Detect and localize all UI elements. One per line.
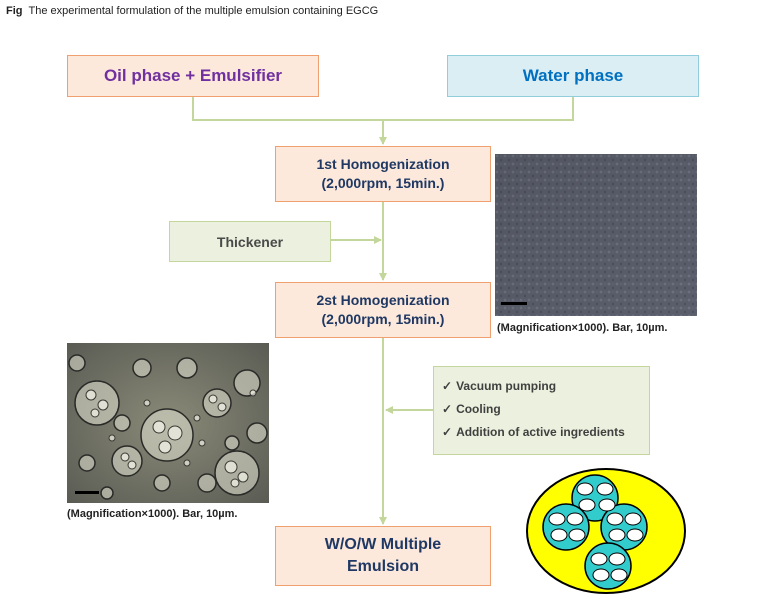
additions-box: ✓Vacuum pumping ✓Cooling ✓Addition of ac… [433,366,650,455]
oil-phase-box: Oil phase + Emulsifier [67,55,319,97]
micrograph-upper-caption: (Magnification×1000). Bar, 10µm. [497,322,668,334]
addition-item: ✓Cooling [442,398,649,421]
addition-label: Addition of active ingredients [456,425,625,439]
homogenization-1-box: 1st Homogenization (2,000rpm, 15min.) [275,146,491,202]
result-title-line-1: W/O/W Multiple [324,536,442,553]
scale-bar [75,491,99,494]
oil-phase-label: Oil phase + Emulsifier [103,66,283,85]
micrograph-lower-caption: (Magnification×1000). Bar, 10µm. [67,508,238,520]
check-icon: ✓ [442,402,453,416]
thickener-box: Thickener [169,221,331,262]
check-icon: ✓ [442,425,453,439]
homogenization-2-title: 2st Homogenization [316,292,450,308]
figure-caption: Fig The experimental formulation of the m… [6,5,378,17]
join-line [192,97,574,121]
addition-item: ✓Vacuum pumping [442,375,649,398]
water-phase-label: Water phase [522,66,624,85]
scale-bar [501,302,527,305]
micrograph-lower [67,343,269,503]
oil-droplet [584,542,632,590]
homogenization-1-params: (2,000rpm, 15min.) [321,175,445,191]
wow-emulsion-schematic [526,468,686,594]
addition-item: ✓Addition of active ingredients [442,421,649,444]
homogenization-2-params: (2,000rpm, 15min.) [321,311,445,327]
oil-droplet [542,503,590,551]
figure-title: The experimental formulation of the mult… [28,5,379,17]
addition-label: Cooling [456,402,501,416]
water-phase-box: Water phase [447,55,699,97]
result-box: W/O/W Multiple Emulsion [275,526,491,586]
figure-label: Fig [6,5,23,17]
check-icon: ✓ [442,379,453,393]
result-title-line-2: Emulsion [346,558,419,575]
thickener-label: Thickener [216,233,284,250]
homogenization-1-title: 1st Homogenization [316,156,450,172]
micrograph-upper [495,154,697,316]
homogenization-2-box: 2st Homogenization (2,000rpm, 15min.) [275,282,491,338]
addition-label: Vacuum pumping [456,379,557,393]
